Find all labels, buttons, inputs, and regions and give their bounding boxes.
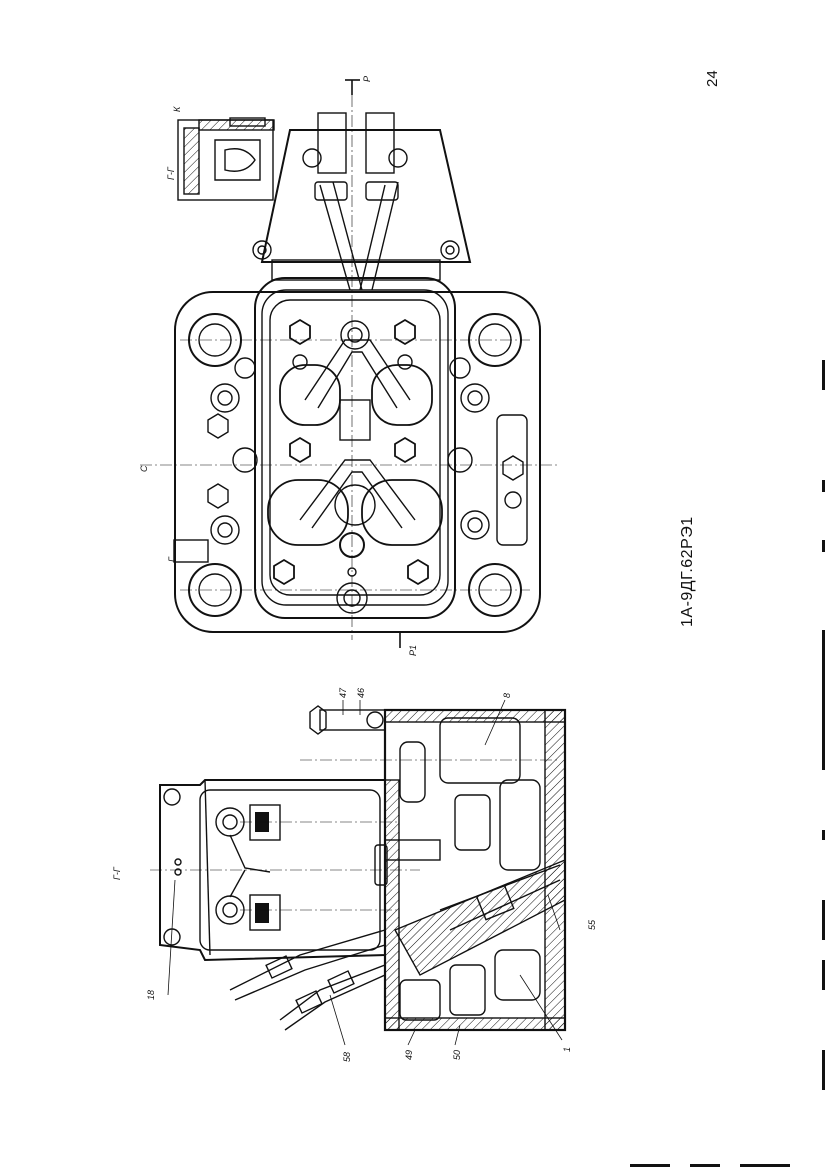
plan-view bbox=[140, 79, 560, 648]
bottom-mark bbox=[630, 1164, 670, 1167]
section-top-label: Г-Г bbox=[166, 167, 176, 180]
section-bottom-label: Г-Г bbox=[112, 867, 122, 880]
callout-8: 8 bbox=[502, 692, 512, 698]
margin-mark bbox=[822, 480, 825, 492]
plan-label-top: Р bbox=[362, 75, 372, 82]
section-view bbox=[150, 699, 567, 1046]
margin-mark bbox=[822, 960, 825, 990]
callout-49: 49 bbox=[404, 1049, 414, 1060]
margin-mark bbox=[822, 1050, 825, 1090]
callout-47: 47 bbox=[338, 687, 348, 698]
callout-46: 46 bbox=[356, 687, 366, 698]
margin-mark bbox=[822, 540, 825, 552]
callout-58: 58 bbox=[342, 1051, 352, 1062]
bottom-mark bbox=[690, 1164, 720, 1167]
page-number: 24 bbox=[704, 70, 721, 87]
plan-label-mid: С bbox=[139, 465, 149, 473]
plan-label-bottom: Р1 bbox=[408, 644, 418, 656]
margin-mark bbox=[822, 830, 825, 840]
plan-label-left: Г bbox=[167, 557, 177, 562]
section-detail-top bbox=[177, 117, 275, 201]
callout-55: 55 bbox=[587, 919, 597, 930]
callout-18: 18 bbox=[146, 989, 156, 1000]
callout-50: 50 bbox=[452, 1049, 462, 1060]
callout-1: 1 bbox=[562, 1046, 572, 1052]
margin-mark bbox=[822, 360, 825, 390]
margin-mark bbox=[822, 630, 825, 770]
margin-mark bbox=[822, 900, 825, 940]
bottom-mark bbox=[740, 1164, 790, 1167]
document-code: 1А-9ДГ.62РЭ1 bbox=[679, 516, 696, 627]
section-top-callout: К bbox=[172, 106, 182, 112]
